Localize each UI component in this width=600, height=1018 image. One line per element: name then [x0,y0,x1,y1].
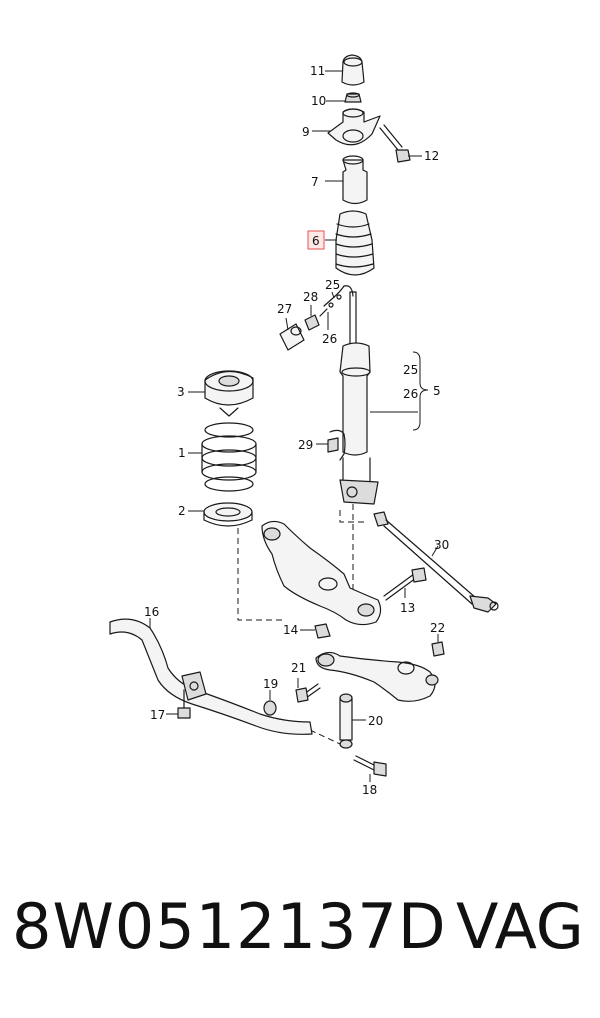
part-6-dust-boot [335,210,375,276]
upper-link-arm [315,651,439,702]
lower-control-arm [261,520,382,626]
callout-18: 18 [362,783,377,797]
callout-25b: 25 [403,363,418,377]
callout-13: 13 [400,601,415,615]
callout-17: 17 [150,708,165,722]
callout-30: 30 [434,538,449,552]
part-9-strut-mount [327,108,381,146]
part-14-nut [314,623,331,639]
part-20-drop-link [339,693,353,749]
callout-3: 3 [177,385,185,399]
part-21-bolt [295,683,321,703]
part-11-cap [341,54,365,86]
callout-29: 29 [298,438,313,452]
callout-10: 10 [311,94,326,108]
callout-11: 11 [310,64,325,78]
callout-7: 7 [311,175,319,189]
part-27-connector [279,323,305,351]
part-12-bolt [379,124,411,163]
part-30-link [373,511,499,613]
callout-9: 9 [302,125,310,139]
part-19-bushing [263,700,277,716]
callout-1: 1 [178,446,186,460]
callout-16: 16 [144,605,159,619]
part-1-coil-spring [201,422,257,492]
part-2-spring-seat-lower [203,502,253,527]
brand-name: VAG [456,890,584,963]
sensor-wire [319,285,354,317]
callout-14: 14 [283,623,298,637]
callout-20: 20 [368,714,383,728]
callout-26b: 26 [403,387,418,401]
exploded-suspension-diagram: 11 10 9 12 7 6 [109,54,499,797]
part-28-bushing [304,314,320,331]
part-number: 8W0512137D [12,890,447,963]
callout-27: 27 [277,302,292,316]
callout-12: 12 [424,149,439,163]
callout-25a: 25 [325,278,340,292]
part-13-bolt [383,567,427,601]
part-3-spring-seat-upper [204,370,254,417]
part-17-bolt [177,689,191,719]
part-18-bolt [353,755,387,777]
part-16-stabilizer-bar [109,618,313,735]
part-7-bump-stop [342,155,368,205]
callout-21: 21 [291,661,306,675]
part-22-nut [431,641,445,657]
callout-6-highlight-box [307,230,325,250]
part-29-bracket [327,429,346,461]
callout-6: 6 [312,234,320,248]
part-10-nut [344,92,362,103]
part-5-shock-absorber [339,291,379,505]
footer: 8W0512137D VAG [0,890,600,990]
callout-22: 22 [430,621,445,635]
callout-28: 28 [303,290,318,304]
callout-19: 19 [263,677,278,691]
callout-5: 5 [433,384,441,398]
callout-26a: 26 [322,332,337,346]
callout-2: 2 [178,504,186,518]
